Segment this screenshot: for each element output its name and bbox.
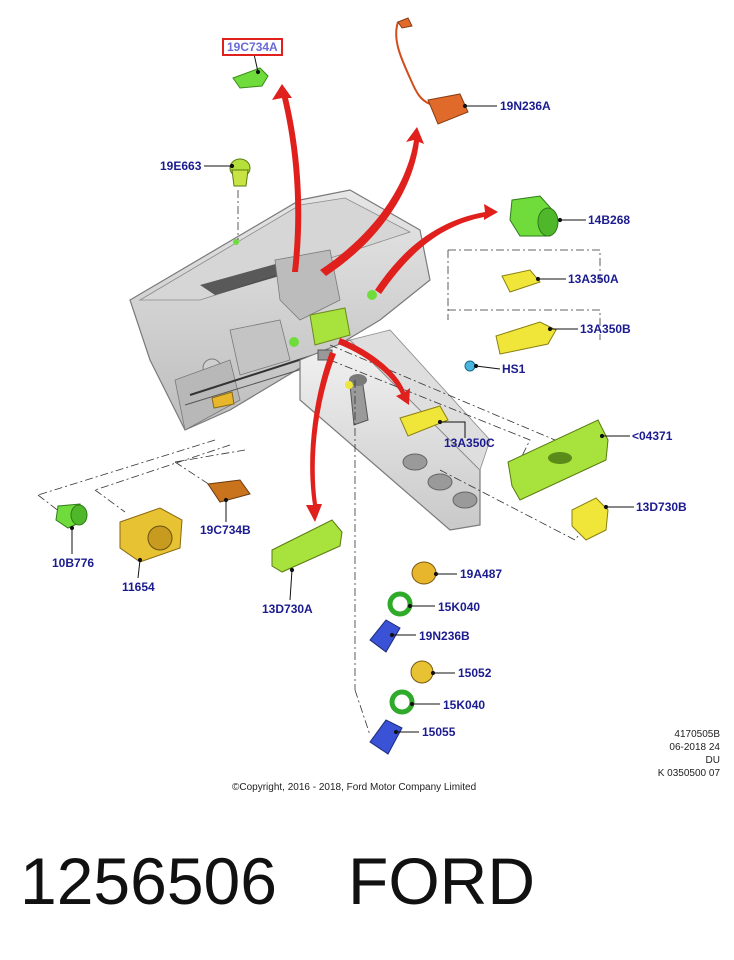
- part-number: 1256506: [20, 844, 277, 918]
- meta-line-3: DU: [705, 755, 720, 766]
- callout-19A487[interactable]: 19A487: [460, 567, 503, 581]
- callout-10B776[interactable]: 10B776: [52, 556, 95, 570]
- part-11654-icon: [119, 507, 183, 563]
- part-15K040-b-icon: [389, 689, 415, 715]
- part-19C734B-icon: [207, 479, 251, 503]
- callout-15K040-a[interactable]: 15K040: [438, 600, 481, 614]
- part-15K040-a-icon: [387, 591, 413, 617]
- callout-HS1[interactable]: HS1: [502, 362, 526, 376]
- part-13D730A-icon: [271, 519, 343, 573]
- console-illustration: [211, 239, 491, 531]
- callout-13D730B[interactable]: 13D730B: [636, 500, 687, 514]
- callout-arrows: [272, 84, 498, 522]
- meta-line-1: 4170505B: [674, 729, 720, 740]
- copyright-notice: ©Copyright, 2016 - 2018, Ford Motor Comp…: [232, 782, 477, 793]
- part-04371-icon: [507, 419, 609, 501]
- part-HS1-icon: [464, 360, 476, 372]
- callout-19C734A-highlighted[interactable]: 19C734A: [222, 38, 283, 56]
- part-15055-icon: [369, 719, 403, 755]
- part-19E663-icon: [229, 158, 251, 187]
- callout-13D730A[interactable]: 13D730A: [262, 602, 313, 616]
- leader-lines: [37, 190, 601, 736]
- callout-15052[interactable]: 15052: [458, 666, 492, 680]
- callout-13A350B[interactable]: 13A350B: [580, 322, 631, 336]
- label-pointers: [69, 53, 634, 735]
- meta-line-4: K 0350500 07: [657, 768, 720, 779]
- part-19N236B-icon: [369, 619, 401, 653]
- callout-13A350A[interactable]: 13A350A: [568, 272, 619, 286]
- callout-11654[interactable]: 11654: [122, 580, 155, 594]
- callout-19E663[interactable]: 19E663: [160, 159, 202, 173]
- part-14B268-icon: [509, 195, 559, 237]
- callout-14B268[interactable]: 14B268: [588, 213, 631, 227]
- meta-line-2: 06-2018 24: [669, 742, 720, 753]
- callout-19C734B[interactable]: 19C734B: [200, 523, 251, 537]
- callout-15055[interactable]: 15055: [422, 725, 456, 739]
- callout-13A350C[interactable]: 13A350C: [444, 436, 495, 450]
- part-13A350C-icon: [399, 405, 449, 437]
- drawing-meta: 4170505B 06-2018 24 DU K 0350500 07: [658, 728, 720, 780]
- part-19A487-icon: [411, 561, 437, 585]
- part-10B776-icon: [55, 503, 88, 529]
- part-19N236A-icon: [395, 17, 469, 125]
- part-13A350B-icon: [495, 321, 557, 355]
- callout-15K040-b[interactable]: 15K040: [443, 698, 486, 712]
- callout-04371[interactable]: <04371: [632, 429, 673, 443]
- part-13A350A-icon: [501, 269, 541, 293]
- part-13D730B-icon: [571, 497, 609, 541]
- part-19C734A-icon: [232, 67, 269, 89]
- brand-name: FORD: [348, 844, 535, 918]
- part-15052-icon: [410, 660, 434, 684]
- callout-19N236A[interactable]: 19N236A: [500, 99, 551, 113]
- callout-19N236B[interactable]: 19N236B: [419, 629, 470, 643]
